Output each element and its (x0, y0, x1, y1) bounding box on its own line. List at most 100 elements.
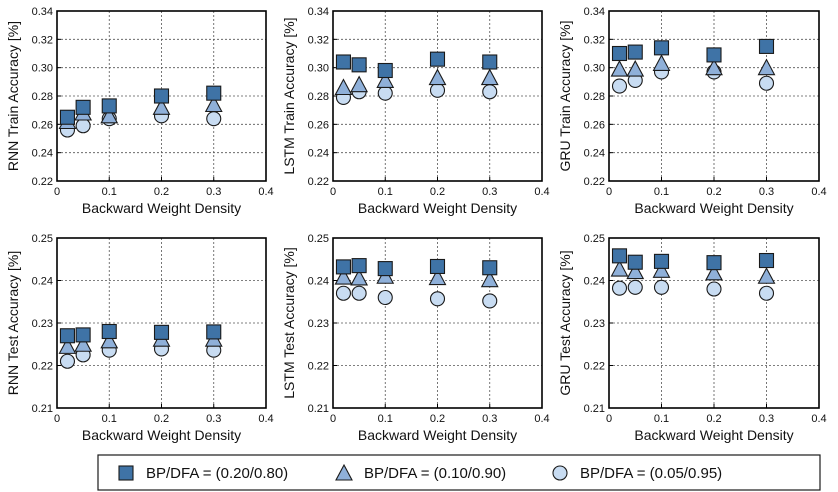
y-tick-label: 0.30 (308, 63, 329, 75)
y-tick-label: 0.34 (32, 6, 53, 18)
data-point-triangle (152, 98, 171, 115)
y-tick-label: 0.24 (308, 148, 329, 160)
y-tick-label: 0.22 (32, 176, 53, 188)
y-tick-label: 0.22 (308, 361, 329, 373)
y-tick-label: 0.28 (584, 91, 605, 103)
legend-item-square: BP/DFA = (0.20/0.80) (118, 465, 288, 482)
data-point-square (335, 259, 352, 275)
data-point-circle (351, 285, 367, 301)
data-point-square (101, 323, 117, 340)
data-point-square (153, 88, 170, 104)
data-point-square (351, 258, 367, 274)
y-tick-label: 0.34 (584, 6, 605, 18)
data-point-square (611, 45, 628, 62)
legend-frame (97, 454, 821, 491)
y-tick-label: 0.21 (584, 403, 605, 415)
data-point-square (351, 57, 367, 73)
x-axis-label: Backward Weight Density (358, 200, 517, 216)
data-point-square (706, 47, 722, 63)
y-tick-label: 0.22 (32, 361, 53, 373)
y-tick-label: 0.24 (32, 148, 53, 160)
data-point-square (653, 253, 670, 269)
data-point-triangle (100, 106, 119, 124)
x-tick-label: 0.2 (706, 186, 721, 198)
y-tick-label: 0.22 (308, 176, 329, 188)
x-tick-label: 0.1 (654, 413, 669, 425)
x-tick-label: 0 (54, 413, 60, 425)
axes-frame (608, 10, 820, 182)
x-tick-label: 0.4 (258, 413, 273, 425)
data-point-triangle (610, 59, 629, 77)
data-point-square (59, 109, 76, 125)
y-tick-label: 0.28 (308, 91, 329, 103)
data-point-circle (758, 75, 775, 91)
data-point-circle (59, 353, 75, 369)
y-tick-label: 0.24 (32, 276, 53, 288)
x-tick-label: 0.3 (759, 413, 774, 425)
legend-items: BP/DFA = (0.20/0.80) BP/DFA = (0.10/0.90)… (118, 463, 722, 482)
x-tick-label: 0.3 (482, 186, 497, 198)
legend-item-circle: BP/DFA = (0.05/0.95) (552, 465, 722, 482)
y-tick-label: 0.24 (584, 276, 605, 288)
data-point-square (153, 324, 170, 340)
x-tick-label: 0.3 (759, 186, 774, 198)
data-point-triangle (626, 59, 645, 77)
data-point-circle (429, 291, 446, 307)
data-point-circle (335, 285, 352, 301)
data-point-square (206, 324, 222, 340)
legend-marker-circle (552, 465, 568, 481)
data-point-square (482, 260, 498, 276)
legend-item-triangle: BP/DFA = (0.10/0.90) (335, 463, 506, 482)
legend-label: BP/DFA = (0.20/0.80) (146, 465, 288, 482)
data-point-square (206, 85, 222, 101)
axes-frame (332, 10, 543, 182)
data-point-circle (377, 289, 393, 306)
y-tick-label: 0.32 (32, 34, 53, 46)
x-tick-label: 0.2 (430, 413, 445, 425)
y-tick-label: 0.30 (32, 63, 53, 75)
data-point-square (101, 98, 117, 114)
x-axis-label: Backward Weight Density (634, 427, 793, 443)
x-tick-label: 0.1 (378, 186, 393, 198)
x-axis-label: Backward Weight Density (634, 200, 793, 216)
data-point-triangle (480, 68, 499, 86)
x-tick-label: 0.1 (102, 186, 117, 198)
data-point-triangle (334, 78, 353, 96)
axes-frame (608, 237, 820, 409)
data-point-square (335, 54, 352, 70)
y-axis-label: GRU Train Accuracy [%] (557, 21, 573, 172)
data-point-triangle (100, 331, 119, 349)
data-point-triangle (334, 267, 353, 285)
y-axis-label: LSTM Train Accuracy [%] (281, 17, 297, 174)
x-tick-label: 0 (54, 186, 60, 198)
data-point-triangle (204, 95, 223, 113)
data-point-triangle (626, 262, 645, 280)
data-point-triangle (705, 58, 723, 76)
data-point-circle (611, 78, 628, 94)
x-tick-label: 0.2 (706, 413, 721, 425)
legend-marker-triangle (335, 463, 353, 481)
data-point-square (758, 252, 775, 269)
y-tick-label: 0.22 (584, 361, 605, 373)
data-point-circle (611, 280, 628, 296)
data-point-circle (482, 84, 498, 100)
data-point-triangle (350, 75, 369, 93)
y-tick-label: 0.26 (584, 119, 605, 131)
x-tick-label: 0 (330, 413, 336, 425)
y-axis-label: LSTM Test Accuracy [%] (281, 247, 297, 398)
data-point-triangle (58, 337, 77, 354)
x-tick-label: 0.2 (154, 186, 169, 198)
data-point-circle (429, 82, 446, 98)
y-tick-label: 0.26 (32, 119, 53, 131)
y-tick-label: 0.32 (308, 34, 329, 46)
x-tick-label: 0.2 (430, 186, 445, 198)
y-tick-label: 0.30 (584, 63, 605, 75)
data-point-circle (758, 285, 775, 301)
x-tick-label: 0.4 (811, 413, 826, 425)
y-tick-label: 0.21 (308, 403, 329, 415)
